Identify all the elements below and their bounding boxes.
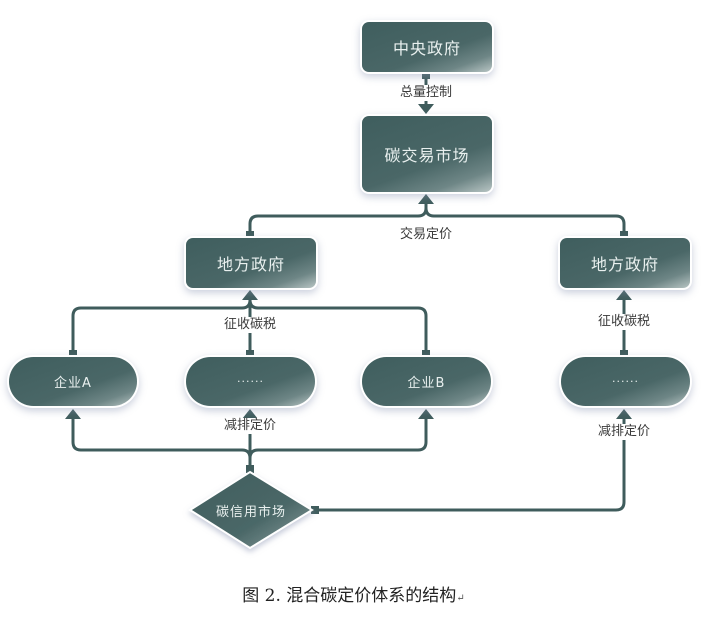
node-label: 碳交易市场 xyxy=(384,146,470,165)
edge-trading-pricing-right xyxy=(424,206,626,240)
edge-label-reduction-pricing-left: 减排定价 xyxy=(222,418,278,434)
arrow-head xyxy=(616,290,632,300)
port-square xyxy=(246,465,254,473)
node-carbon-trading-market[interactable]: 碳交易市场 xyxy=(362,116,492,192)
node-local-government-left[interactable]: 地方政府 xyxy=(186,238,316,288)
node-enterprise-ellipsis-right[interactable]: ······ xyxy=(561,357,690,406)
arrow-head xyxy=(418,409,434,419)
arrow-head xyxy=(65,409,81,419)
node-enterprise-ellipsis-middle[interactable]: ······ xyxy=(186,357,315,406)
node-label: 中央政府 xyxy=(392,39,461,58)
arrow-head xyxy=(418,104,434,114)
paragraph-mark-icon: ↵ xyxy=(456,593,465,604)
edge-tax-b xyxy=(248,298,428,359)
port-square xyxy=(246,350,254,358)
arrow-head xyxy=(242,290,258,300)
port-square xyxy=(69,350,77,358)
node-enterprise-a[interactable]: 企业A xyxy=(9,357,137,406)
node-label: 企业A xyxy=(54,376,92,391)
node-local-government-right[interactable]: 地方政府 xyxy=(560,238,690,288)
port-square xyxy=(422,71,430,79)
edge-label-trading-pricing: 交易定价 xyxy=(398,227,454,243)
port-square xyxy=(246,231,254,239)
port-square xyxy=(620,231,628,239)
edge-reduction-right xyxy=(311,413,626,512)
port-square xyxy=(311,506,319,514)
edge-label-total-control: 总量控制 xyxy=(398,85,454,101)
node-label: 企业B xyxy=(407,376,446,391)
edge-reduction-b xyxy=(248,413,428,460)
node-label: ······ xyxy=(612,375,639,388)
edge-label-reduction-pricing-right: 减排定价 xyxy=(596,424,652,440)
arrow-head xyxy=(616,409,632,419)
edge-label-carbon-tax-left: 征收碳税 xyxy=(222,317,278,333)
arrow-head xyxy=(242,409,258,419)
edge-label-carbon-tax-right: 征收碳税 xyxy=(596,314,652,330)
port-square xyxy=(620,350,628,358)
node-label: 地方政府 xyxy=(216,255,285,274)
node-label: ······ xyxy=(237,375,264,388)
port-square xyxy=(422,350,430,358)
node-central-government[interactable]: 中央政府 xyxy=(362,22,492,72)
arrow-head xyxy=(418,194,434,204)
caption-text: 图 2. 混合碳定价体系的结构 xyxy=(242,586,457,606)
carbon-credit-market-shape xyxy=(188,470,314,550)
node-label: 碳信用市场 xyxy=(215,504,286,520)
figure-caption: 图 2. 混合碳定价体系的结构↵ xyxy=(0,581,707,606)
node-label: 地方政府 xyxy=(590,255,659,274)
node-carbon-credit-market[interactable]: 碳信用市场 xyxy=(190,472,312,548)
node-enterprise-b[interactable]: 企业B xyxy=(362,357,491,406)
